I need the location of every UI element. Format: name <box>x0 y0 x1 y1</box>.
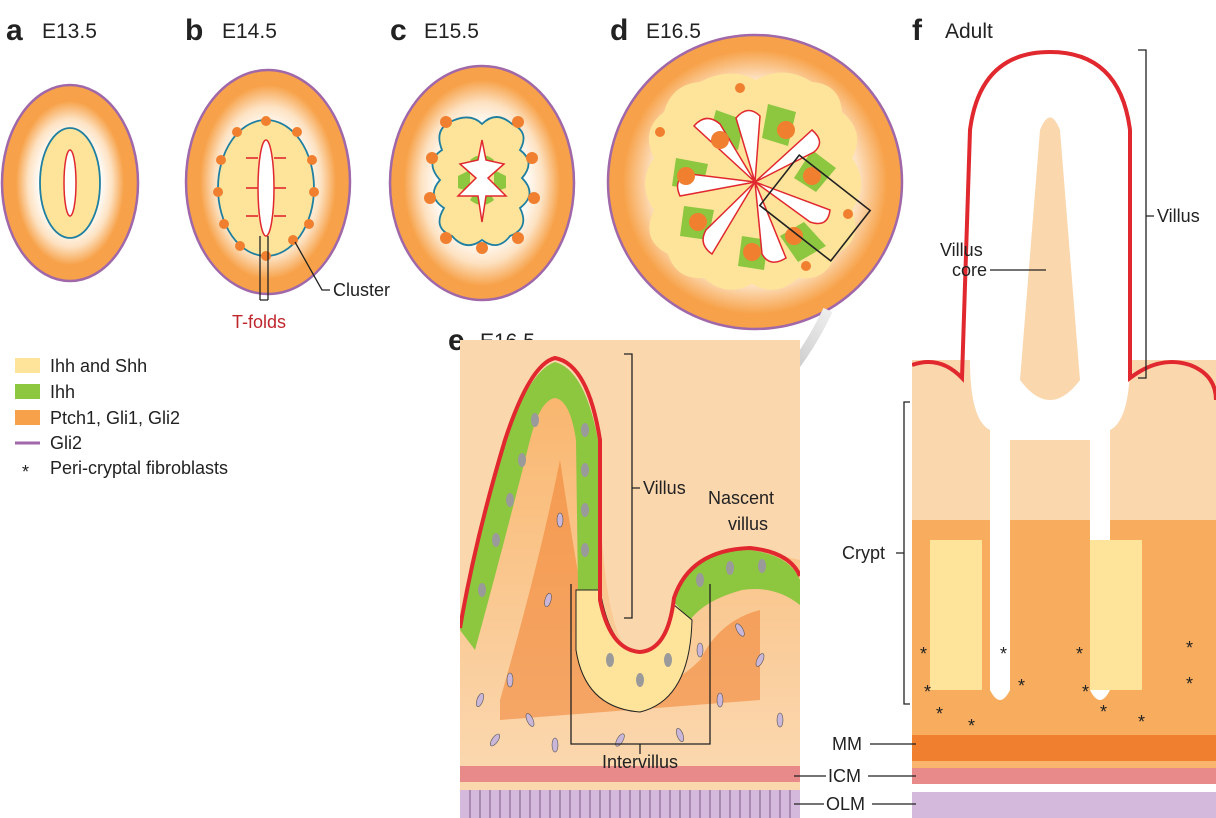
svg-text:*: * <box>1000 644 1007 664</box>
svg-text:*: * <box>1186 674 1193 694</box>
villus-f-label: Villus <box>1157 206 1200 226</box>
panel-f-mm <box>912 735 1216 761</box>
panel-f-crypt-left <box>930 540 982 690</box>
panel-stage-b: E14.5 <box>222 20 277 43</box>
legend-swatch-ihh-shh <box>15 358 40 373</box>
olm-label: OLM <box>826 794 865 814</box>
crypt-bracket <box>896 402 910 704</box>
panel-c-cross-section <box>390 66 574 300</box>
legend-swatch-ptch-gli <box>15 410 40 425</box>
panel-d-header: d E16.5 <box>610 14 701 47</box>
panel-f-tissue: **** **** **** <box>912 52 1216 818</box>
villus-e-label: Villus <box>643 478 686 498</box>
panel-a-lumen <box>64 150 76 216</box>
panel-b-header: b E14.5 <box>185 14 277 47</box>
svg-text:*: * <box>1186 638 1193 658</box>
panel-letter-f: f <box>912 14 923 47</box>
panel-stage-f: Adult <box>945 20 993 43</box>
villus-f-bracket <box>1138 50 1154 378</box>
panel-letter-a: a <box>6 14 23 47</box>
svg-text:*: * <box>924 682 931 702</box>
crypt-label: Crypt <box>842 543 885 563</box>
panel-letter-d: d <box>610 14 628 47</box>
panel-a-header: a E13.5 <box>6 14 97 47</box>
villus-core-label-2: core <box>952 260 987 280</box>
svg-text:*: * <box>920 644 927 664</box>
panel-c-header: c E15.5 <box>390 14 479 47</box>
legend-label-ihh: Ihh <box>50 382 75 402</box>
panel-letter-c: c <box>390 14 407 47</box>
panel-f-olm <box>912 792 1216 818</box>
legend-label-fibroblasts: Peri-cryptal fibroblasts <box>50 458 228 478</box>
legend-label-ihh-shh: Ihh and Shh <box>50 356 147 376</box>
svg-text:*: * <box>1100 702 1107 722</box>
panel-stage-c: E15.5 <box>424 20 479 43</box>
mm-label: MM <box>832 734 862 754</box>
t-folds-label: T-folds <box>232 312 286 332</box>
legend: Ihh and Shh Ihh Ptch1, Gli1, Gli2 Gli2 *… <box>15 356 228 482</box>
intervillus-label: Intervillus <box>602 752 678 772</box>
nascent-villus-label-1: Nascent <box>708 488 774 508</box>
svg-text:*: * <box>1082 682 1089 702</box>
svg-text:*: * <box>936 704 943 724</box>
panel-a-cross-section <box>2 85 138 281</box>
nascent-villus-label-2: villus <box>728 514 768 534</box>
villus-core-label-1: Villus <box>940 240 983 260</box>
svg-text:*: * <box>1076 644 1083 664</box>
svg-text:*: * <box>1138 712 1145 732</box>
panel-stage-a: E13.5 <box>42 20 97 43</box>
panel-b-lumen <box>258 140 274 236</box>
panel-b-cross-section: Cluster T-folds <box>186 70 390 332</box>
legend-label-gli2: Gli2 <box>50 433 82 453</box>
panel-f-header: f Adult <box>912 14 993 47</box>
svg-text:*: * <box>1018 676 1025 696</box>
svg-text:*: * <box>968 716 975 736</box>
panel-e-tissue <box>460 340 800 818</box>
panel-f-icm <box>912 768 1216 784</box>
panel-f-crypt-center <box>1090 540 1142 690</box>
legend-swatch-asterisk: * <box>22 462 29 482</box>
cluster-label: Cluster <box>333 280 390 300</box>
icm-label: ICM <box>828 766 861 786</box>
panel-stage-d: E16.5 <box>646 20 701 43</box>
panel-letter-b: b <box>185 14 203 47</box>
legend-label-ptch-gli: Ptch1, Gli1, Gli2 <box>50 408 180 428</box>
legend-swatch-ihh <box>15 384 40 399</box>
